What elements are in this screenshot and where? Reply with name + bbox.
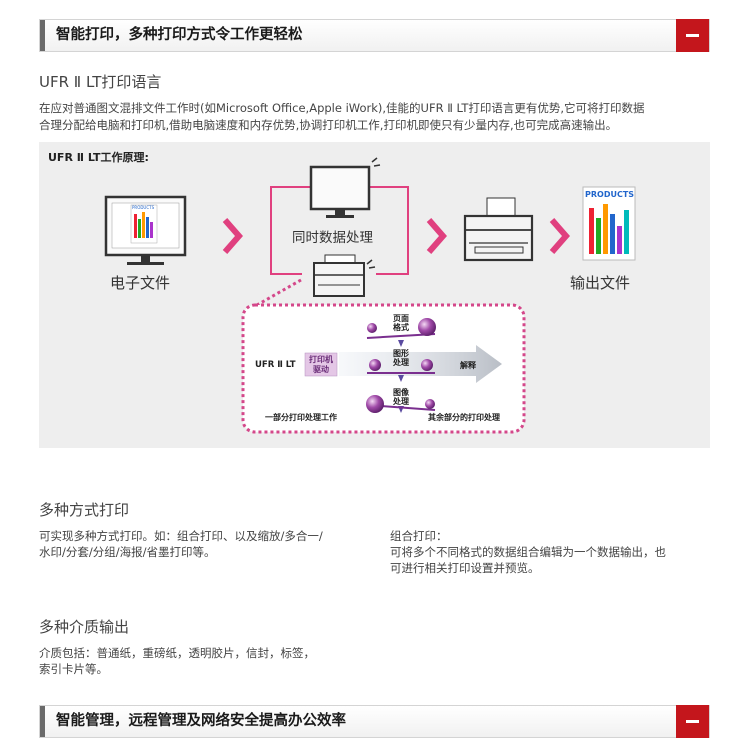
chevron-right-icon	[222, 218, 243, 254]
interpret-label: 解释	[460, 361, 476, 370]
chevron-right-icon	[426, 218, 447, 254]
electronic-doc-label: 电子文件	[110, 274, 171, 292]
multi-print-left-line2: 水印/分套/分组/海报/省墨打印等。	[39, 545, 216, 559]
diagram-title: UFR Ⅱ LT工作原理:	[48, 151, 149, 164]
layout-label-line2: 格式	[393, 323, 409, 332]
multi-print-right-line1: 组合打印：	[390, 529, 448, 543]
rest-work-label: 其余部分的打印处理	[428, 413, 500, 422]
media-line1: 介质包括：普通纸，重磅纸，透明胶片，信封，标签，	[39, 646, 315, 660]
monitor-icon	[309, 157, 381, 218]
header-accent	[40, 20, 45, 51]
products-small-text: PRODUCTS	[132, 205, 155, 210]
minus-icon	[686, 34, 699, 37]
document-icon	[582, 186, 636, 261]
ufr-heading: UFR Ⅱ LT打印语言	[39, 73, 162, 91]
part-work-label: 一部分打印处理工作	[265, 413, 337, 422]
chevron-right-icon	[549, 218, 570, 254]
multi-print-right-line2: 可将多个不同格式的数据组合编辑为一个数据输出，也	[390, 545, 666, 559]
section-header-smart-print[interactable]: 智能打印，多种打印方式令工作更轻松	[39, 19, 710, 52]
layout-label-line1: 页面	[393, 314, 409, 323]
image-label-line2: 处理	[393, 397, 409, 406]
section-title: 智能打印，多种打印方式令工作更轻松	[56, 27, 303, 43]
media-line2: 索引卡片等。	[39, 662, 108, 676]
image-label-line1: 图像	[393, 388, 409, 397]
collapse-button[interactable]	[676, 705, 709, 738]
multi-print-right-line3: 可进行相关打印设置并预览。	[390, 561, 540, 575]
graphics-label-line2: 处理	[393, 358, 409, 367]
multi-print-heading: 多种方式打印	[39, 501, 130, 519]
graphics-label-line1: 图形	[393, 349, 409, 358]
ufr-label: UFR Ⅱ LT	[255, 360, 296, 370]
section-header-smart-management[interactable]: 智能管理，远程管理及网络安全提高办公效率	[39, 705, 710, 738]
header-accent	[40, 706, 45, 737]
printer-icon	[313, 254, 376, 297]
driver-label-line2: 驱动	[313, 365, 329, 374]
driver-label-line1: 打印机	[309, 355, 333, 364]
ufr-paragraph-line1: 在应对普通图文混排文件工作时(如Microsoft Office,Apple i…	[39, 101, 645, 115]
printer-icon	[463, 197, 534, 262]
diagram-graphics	[104, 157, 636, 434]
multi-print-left-line1: 可实现多种方式打印。如：组合打印、以及缩放/多合一/	[39, 529, 323, 543]
process-label: 同时数据处理	[292, 230, 373, 246]
media-heading: 多种介质输出	[39, 618, 130, 636]
section-title: 智能管理，远程管理及网络安全提高办公效率	[56, 713, 346, 729]
products-large-text: PRODUCTS	[585, 190, 635, 199]
minus-icon	[686, 720, 699, 723]
collapse-button[interactable]	[676, 19, 709, 52]
ufr-diagram: UFR Ⅱ LT工作原理:	[39, 142, 710, 448]
monitor-icon	[104, 195, 187, 265]
ufr-paragraph-line2: 合理分配给电脑和打印机,借助电脑速度和内存优势,协调打印机工作,打印机即使只有少…	[39, 118, 618, 132]
output-doc-label: 输出文件	[570, 274, 631, 292]
